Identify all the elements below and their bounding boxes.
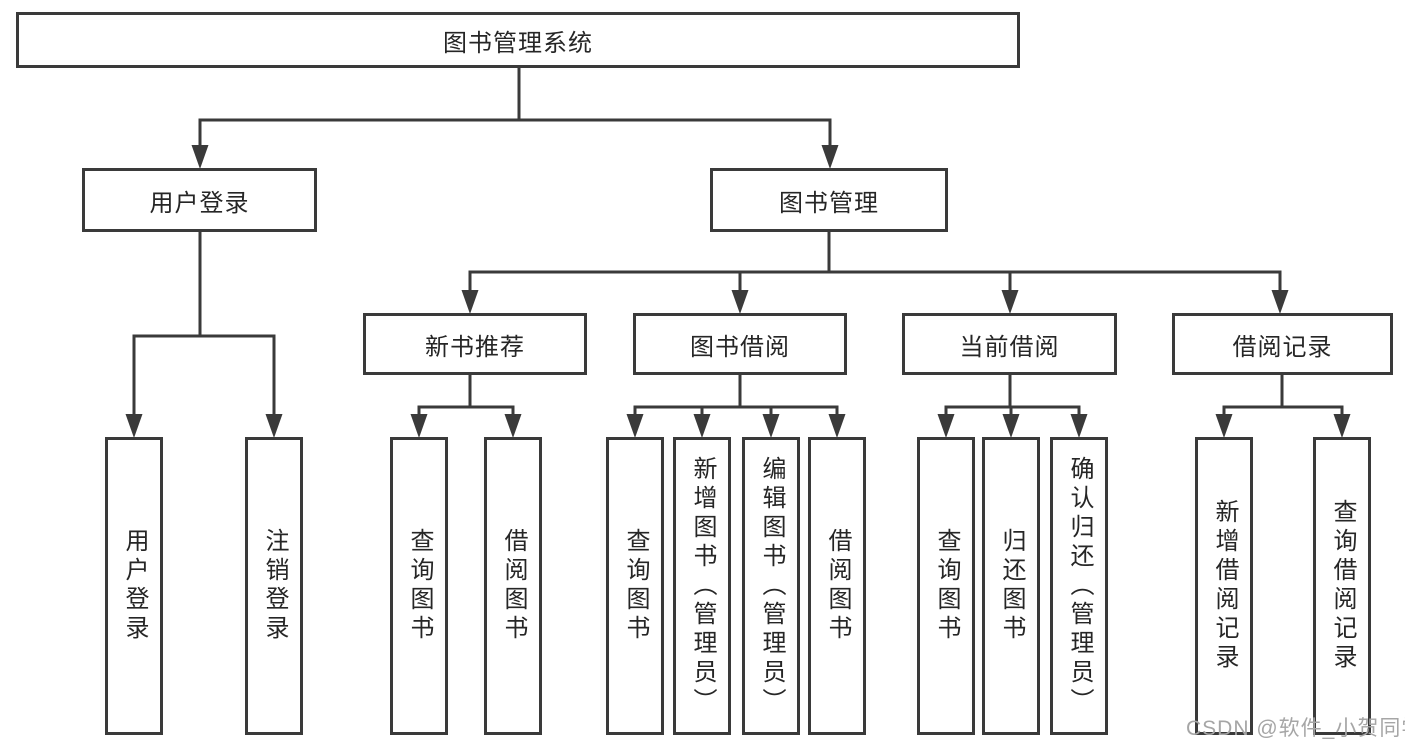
node-borrowing-records: 借阅记录 [1172,313,1393,375]
leaf-newbook-query-book: 查询图书 [390,437,448,735]
arrowhead-icons [125,145,1351,438]
leaf-borrowing-add-book-admin: 新增图书（管理员） [673,437,731,735]
node-book-management: 图书管理 [710,168,948,232]
leaf-user-login: 用户登录 [105,437,163,735]
leaf-borrowing-edit-book-admin: 编辑图书（管理员） [742,437,800,735]
watermark: CSDN @软件_小贺同学 [1186,717,1405,740]
leaf-records-add-record: 新增借阅记录 [1195,437,1253,735]
leaf-borrowing-borrow-book: 借阅图书 [808,437,866,735]
leaf-current-confirm-return-admin: 确认归还（管理员） [1050,437,1108,735]
leaf-borrowing-query-book: 查询图书 [606,437,664,735]
tree-edges [132,68,1344,421]
leaf-newbook-borrow-book: 借阅图书 [484,437,542,735]
leaf-current-return-book: 归还图书 [982,437,1040,735]
node-book-borrowing: 图书借阅 [633,313,847,375]
node-current-borrowing: 当前借阅 [902,313,1117,375]
leaf-current-query-book: 查询图书 [917,437,975,735]
leaf-records-query-record: 查询借阅记录 [1313,437,1371,735]
node-user-login: 用户登录 [82,168,317,232]
leaf-logout: 注销登录 [245,437,303,735]
node-new-book-recommendation: 新书推荐 [363,313,587,375]
node-root: 图书管理系统 [16,12,1020,68]
